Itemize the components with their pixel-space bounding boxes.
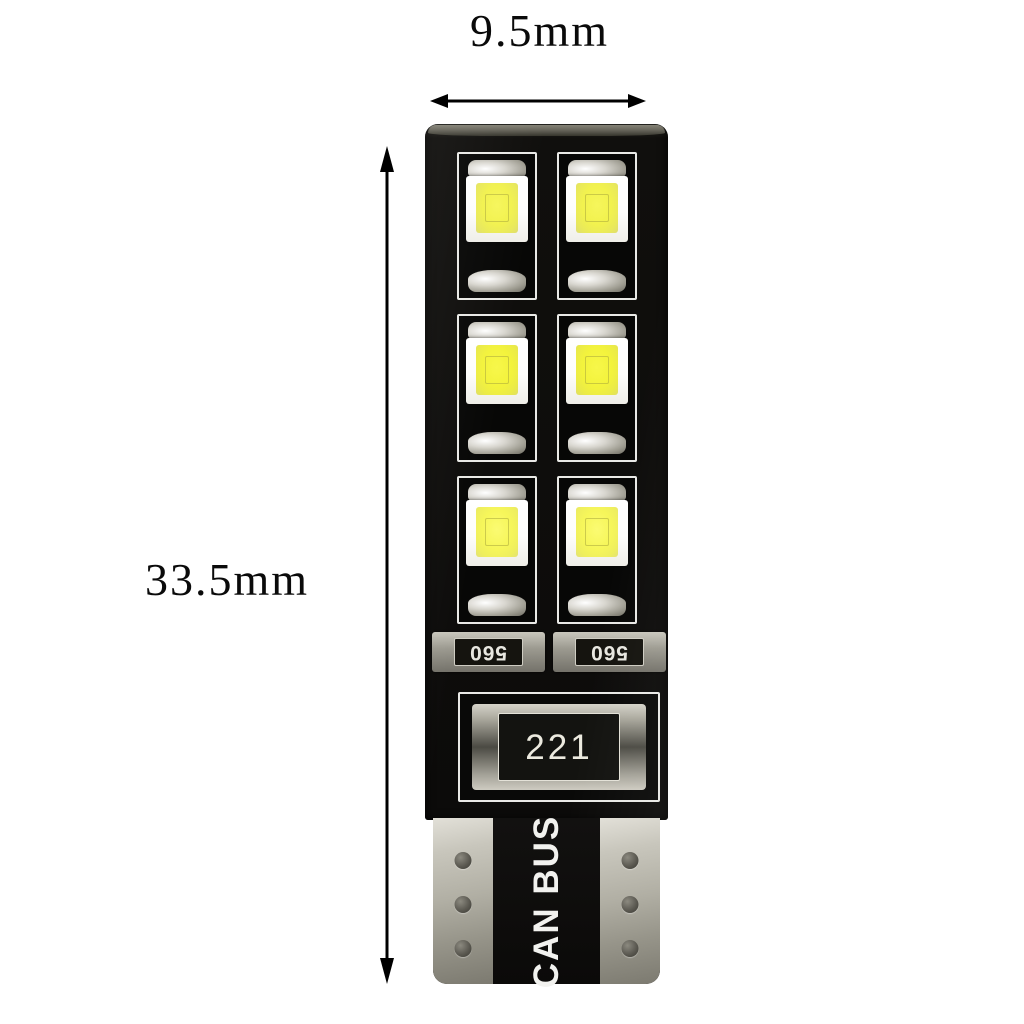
die-marking: [485, 356, 509, 384]
resistor-code: 560: [469, 640, 508, 664]
die-marking: [585, 194, 609, 222]
led-package: [466, 500, 528, 566]
contact-dot: [621, 852, 639, 869]
led-phosphor-die: [576, 183, 618, 233]
led-phosphor-die: [576, 345, 618, 395]
contact-pad-right: [600, 818, 660, 984]
contact-dot: [621, 896, 639, 913]
die-marking: [585, 518, 609, 546]
led-module: [457, 314, 537, 462]
horizontal-dimension-arrow: [430, 94, 646, 108]
led-package: [466, 338, 528, 404]
die-marking: [485, 518, 509, 546]
resistor-body: 221: [472, 704, 646, 790]
led-module: [457, 152, 537, 300]
led-phosphor-die: [476, 507, 518, 557]
resistor-body: 560: [575, 638, 644, 666]
led-module: [557, 476, 637, 624]
smd-resistor-560: 560: [432, 632, 545, 672]
solder-pad-bottom: [568, 432, 626, 454]
led-module: [557, 152, 637, 300]
led-phosphor-die: [476, 345, 518, 395]
height-dimension-label: 33.5mm: [145, 554, 310, 605]
smd-resistor-560: 560: [553, 632, 666, 672]
solder-pad-bottom: [468, 270, 526, 292]
led-phosphor-die: [576, 507, 618, 557]
led-phosphor-die: [476, 183, 518, 233]
vertical-dimension-arrow: [380, 146, 394, 984]
contact-pad-left: [433, 818, 493, 984]
led-package: [566, 500, 628, 566]
led-bulb-product: 560 560 221: [425, 124, 668, 988]
solder-pad-bottom: [468, 594, 526, 616]
led-package: [466, 176, 528, 242]
contact-dot: [454, 896, 472, 913]
led-package: [566, 176, 628, 242]
resistor-code-window: 221: [498, 713, 620, 781]
canbus-label: CAN BUS: [526, 814, 566, 988]
die-marking: [585, 356, 609, 384]
led-module: [557, 314, 637, 462]
pcb-board: 560 560 221: [425, 124, 668, 820]
contact-dot: [454, 852, 472, 869]
contact-dot: [621, 940, 639, 957]
led-package: [566, 338, 628, 404]
die-marking: [485, 194, 509, 222]
bulb-base: CAN BUS: [433, 814, 660, 988]
solder-pad-bottom: [568, 270, 626, 292]
solder-pad-bottom: [468, 432, 526, 454]
contact-dot: [454, 940, 472, 957]
resistor-code: 221: [525, 727, 593, 767]
solder-pad-bottom: [568, 594, 626, 616]
resistor-body: 560: [454, 638, 523, 666]
width-dimension-label: 9.5mm: [470, 5, 610, 56]
led-module: [457, 476, 537, 624]
pcb-top-edge: [428, 125, 665, 136]
resistor-code: 560: [590, 640, 629, 664]
smd-resistor-221-frame: 221: [458, 692, 660, 802]
